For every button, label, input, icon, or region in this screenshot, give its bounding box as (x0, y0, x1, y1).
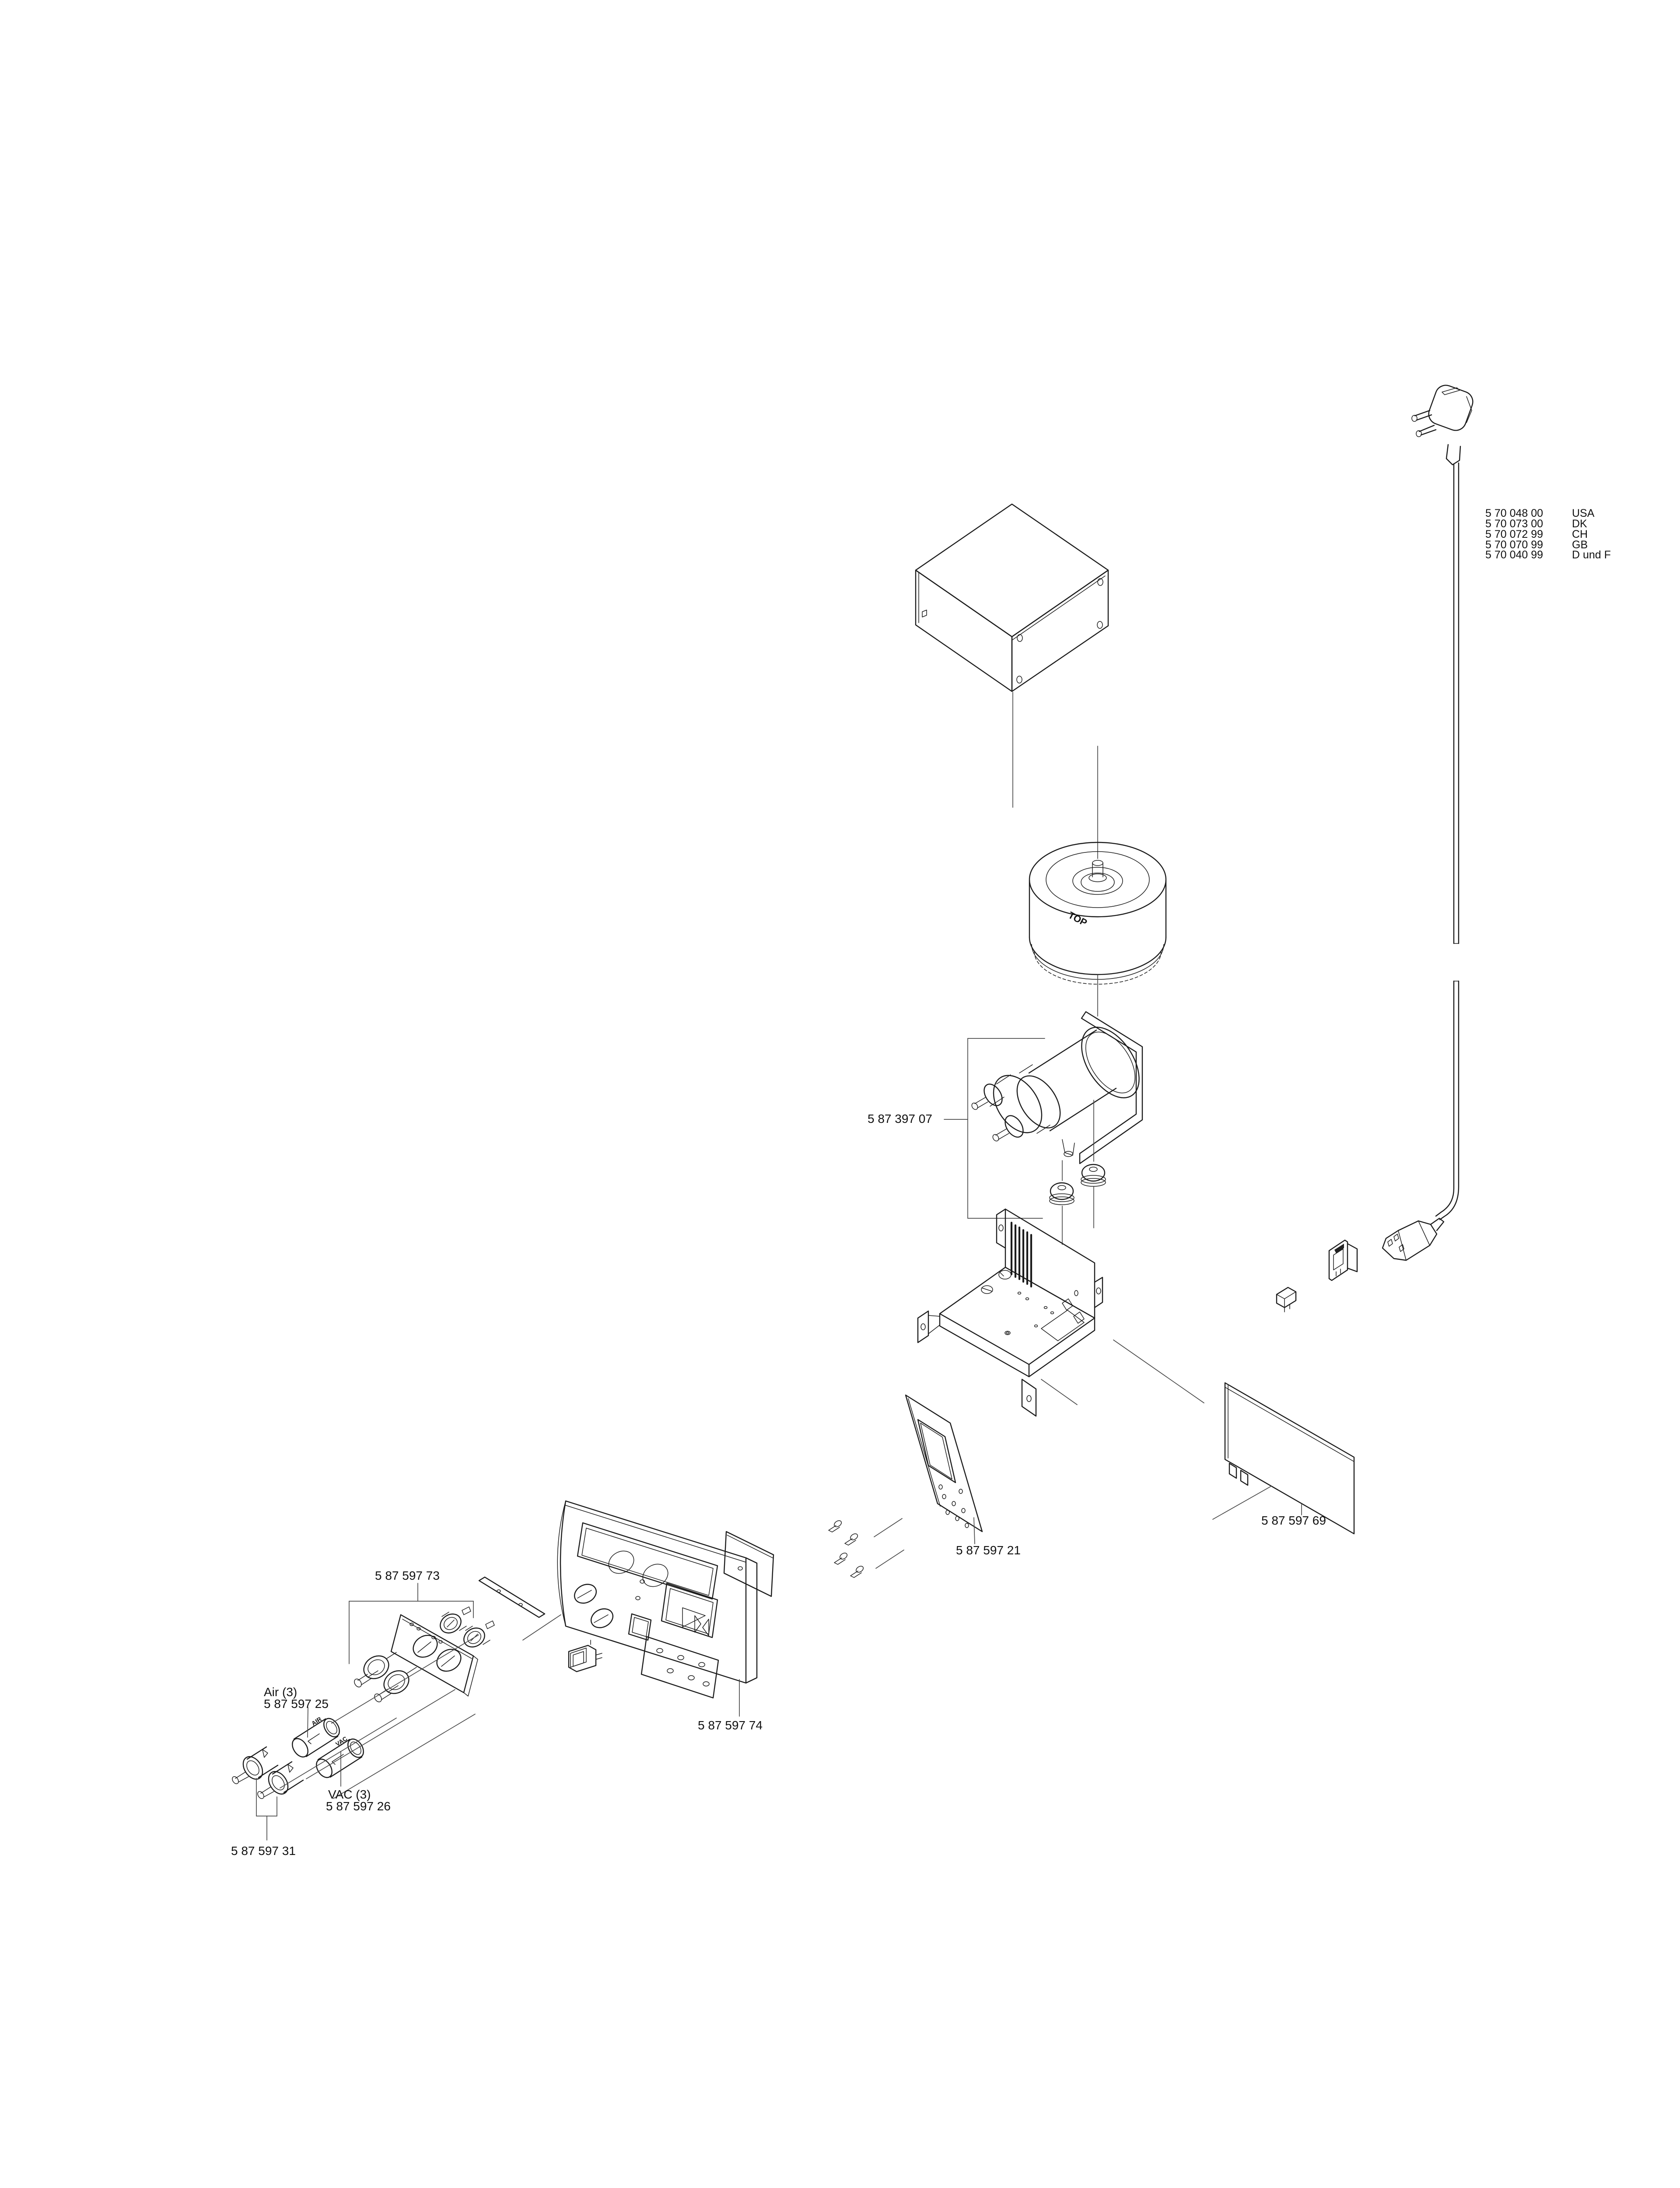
screw-hardware-drawing (828, 1518, 904, 1578)
cord-variant-region: D und F (1572, 549, 1611, 561)
cord-variant-region: GB (1572, 539, 1588, 551)
front-pcb-panel-drawing (905, 1394, 983, 1544)
cord-variant-part: 5 70 040 99 (1485, 549, 1543, 561)
part-label-control-plate: 5 87 597 73 (375, 1569, 440, 1582)
mounting-strip-drawing (478, 1576, 561, 1641)
alignment-axis-lines (1062, 1100, 1094, 1245)
tube-leader-lines (256, 1634, 479, 1841)
power-plug-drawing (1411, 385, 1474, 466)
cord-variant-part: 5 70 072 99 (1485, 528, 1543, 540)
vac-tube-drawing: VAC (316, 1735, 364, 1778)
part-label-vac-qty: VAC (3) (328, 1788, 371, 1801)
iec-c13-connector-drawing (1382, 1217, 1445, 1261)
part-label-front-pcb: 5 87 597 21 (956, 1543, 1021, 1557)
part-label-side-panel: 5 87 597 69 (1261, 1514, 1326, 1527)
cord-variant-region: DK (1572, 518, 1587, 530)
sticker-label-drawing (723, 1531, 774, 1597)
part-label-vac-part: 5 87 597 26 (326, 1799, 391, 1813)
cord-variant-part: 5 70 070 99 (1485, 539, 1543, 551)
turbine-top-marking: TOP (1067, 909, 1089, 928)
cord-variant-region: USA (1572, 507, 1595, 519)
part-label-front-bezel: 5 87 597 74 (698, 1718, 763, 1732)
cord-variant-part: 5 70 048 00 (1485, 507, 1543, 519)
cord-lower-segment-drawing (1435, 980, 1460, 1220)
power-cord-drawing (1453, 462, 1460, 944)
cord-variant-part: 5 70 073 00 (1485, 518, 1543, 530)
power-switch-drawing (568, 1640, 602, 1673)
air-tube-drawing: AIR (292, 1715, 340, 1758)
turbine-drum-drawing: TOP (1029, 746, 1167, 1017)
part-label-air-part: 5 87 597 25 (264, 1697, 329, 1711)
cord-variant-region: CH (1572, 528, 1588, 540)
panel-fitting-drawing (374, 1667, 417, 1702)
control-knob-drawing (440, 1606, 471, 1634)
front-bezel-drawing (557, 1500, 758, 1717)
rubber-grommet-drawing (1049, 1182, 1074, 1205)
power-inlet-module-drawing (1328, 1239, 1358, 1281)
air-tube-decal: AIR (310, 1715, 323, 1727)
pump-label-bracket (944, 1038, 1045, 1219)
mounting-clip-drawing (1276, 1287, 1297, 1312)
side-panel-drawing (1212, 1382, 1355, 1535)
panel-fitting-drawing (354, 1652, 397, 1687)
control-plate-label-bracket (349, 1583, 474, 1664)
top-cover-drawing (915, 503, 1109, 808)
part-label-air-qty: Air (3) (264, 1685, 297, 1699)
rubber-grommet-drawing (1081, 1164, 1106, 1187)
filter-valve-drawing (257, 1761, 304, 1799)
control-plate-drawing (390, 1614, 478, 1697)
part-label-pump: 5 87 397 07 (868, 1112, 932, 1126)
cord-variant-list: 5 70 048 00 USA 5 70 073 00 DK 5 70 072 … (1485, 507, 1611, 561)
chassis-base-drawing (917, 1208, 1204, 1417)
filter-valve-drawing (232, 1746, 279, 1784)
part-label-filter-valves: 5 87 597 31 (231, 1844, 296, 1858)
pump-motor-drawing (971, 1011, 1143, 1164)
